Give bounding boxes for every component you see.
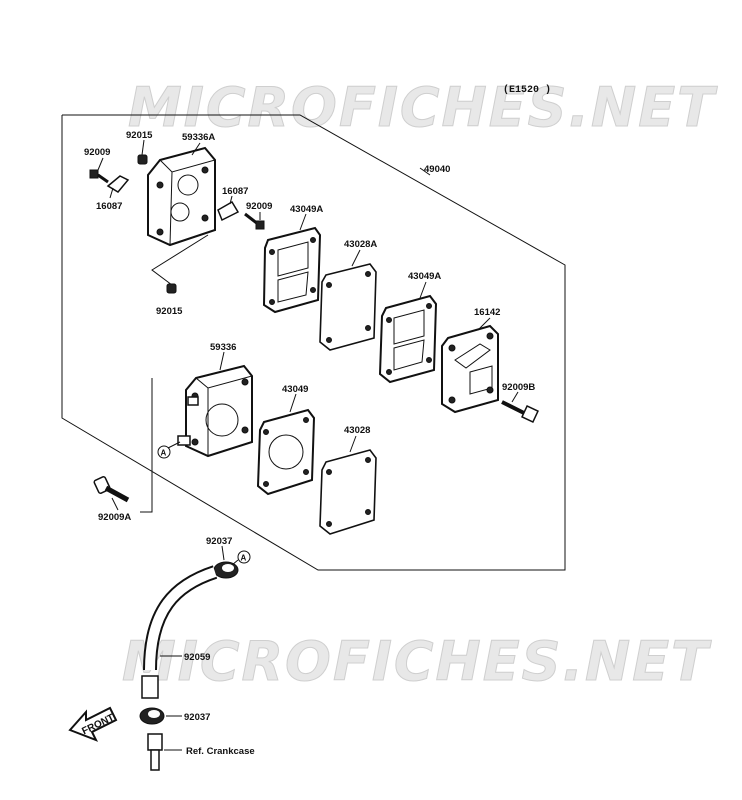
label-43028A: 43028A <box>344 239 377 250</box>
part-92009B-bolt[interactable] <box>501 400 539 423</box>
leader-ref-a-hose <box>231 559 239 566</box>
leader-92037a <box>221 545 225 561</box>
svg-text:A: A <box>241 554 247 563</box>
label-49040: 49040 <box>424 164 450 175</box>
label-ref-crankcase: Ref. Crankcase <box>186 746 255 757</box>
leader-43028 <box>349 435 357 453</box>
part-16142-plate[interactable] <box>441 324 499 414</box>
part-92009A-bolt[interactable] <box>93 476 130 503</box>
part-92009-screw-left[interactable] <box>89 169 109 184</box>
watermark-bottom: MICROFICHES.NET <box>122 630 712 693</box>
label-16087-right: 16087 <box>222 186 248 197</box>
leader-59336 <box>219 351 225 371</box>
part-92037-clamp-top[interactable] <box>213 561 239 579</box>
part-92037-clamp-bottom[interactable] <box>139 707 165 725</box>
part-92059-hose[interactable] <box>141 565 218 699</box>
svg-text:A: A <box>161 449 167 458</box>
leader-92009B <box>511 391 519 403</box>
label-92015-top: 92015 <box>126 130 153 141</box>
part-59336-body[interactable] <box>177 364 253 458</box>
label-43049: 43049 <box>282 384 308 395</box>
label-92009-left: 92009 <box>84 147 110 158</box>
leader-16087b <box>229 195 233 205</box>
leader-49040 <box>419 167 431 176</box>
leader-16142 <box>477 317 491 331</box>
leader-43049a-2 <box>419 281 427 299</box>
part-92015-nut-top[interactable] <box>137 154 148 165</box>
part-92009-screw-right[interactable] <box>244 212 265 230</box>
leader-92009a <box>97 157 104 171</box>
label-43049A-1: 43049A <box>290 204 323 215</box>
part-59336A-cover[interactable] <box>147 146 216 247</box>
label-92009A: 92009A <box>98 512 131 523</box>
label-59336: 59336 <box>210 342 236 353</box>
leader-43049a-1 <box>299 213 307 231</box>
label-92037-top: 92037 <box>206 536 232 547</box>
assembly-outline <box>61 114 566 571</box>
part-crankcase-fitting[interactable] <box>147 733 163 771</box>
label-16142: 16142 <box>474 307 500 318</box>
part-43028A-diaphragm[interactable] <box>319 263 377 351</box>
label-92015-bottom: 92015 <box>156 306 183 317</box>
label-92059: 92059 <box>184 652 210 663</box>
front-arrow-icon: FRONT <box>68 706 118 742</box>
part-43049A-gasket-2[interactable] <box>378 294 438 384</box>
label-59336A: 59336A <box>182 132 215 143</box>
label-92037-bottom: 92037 <box>184 712 210 723</box>
leader-92015a <box>141 139 145 156</box>
leader-43049 <box>289 393 297 413</box>
ref-marker-a-body: A <box>157 445 171 459</box>
part-16087-fitting-left[interactable] <box>106 175 130 193</box>
label-43028: 43028 <box>344 425 370 436</box>
leader-92015b <box>151 234 209 286</box>
label-92009-right: 92009 <box>246 201 272 212</box>
leader-92009A <box>111 497 119 511</box>
leader-16087a <box>109 187 114 199</box>
label-92009B: 92009B <box>502 382 535 393</box>
watermark-top: MICROFICHES.NET <box>128 76 718 139</box>
leader-ref-a-body <box>167 441 181 449</box>
part-43028-diaphragm[interactable] <box>319 449 377 535</box>
leader-43028a <box>351 249 361 267</box>
leader-59336A <box>191 142 201 156</box>
label-16087-left: 16087 <box>96 201 122 212</box>
ref-marker-a-hose: A <box>237 550 251 564</box>
part-43049-gasket[interactable] <box>256 408 316 496</box>
part-43049A-gasket-1[interactable] <box>262 226 322 314</box>
part-16087-fitting-right[interactable] <box>217 200 240 222</box>
label-43049A-2: 43049A <box>408 271 441 282</box>
diagram-code: (E1520 ) <box>503 84 551 96</box>
part-92015-nut-bottom[interactable] <box>166 283 177 294</box>
body-bracket-line <box>140 378 153 513</box>
